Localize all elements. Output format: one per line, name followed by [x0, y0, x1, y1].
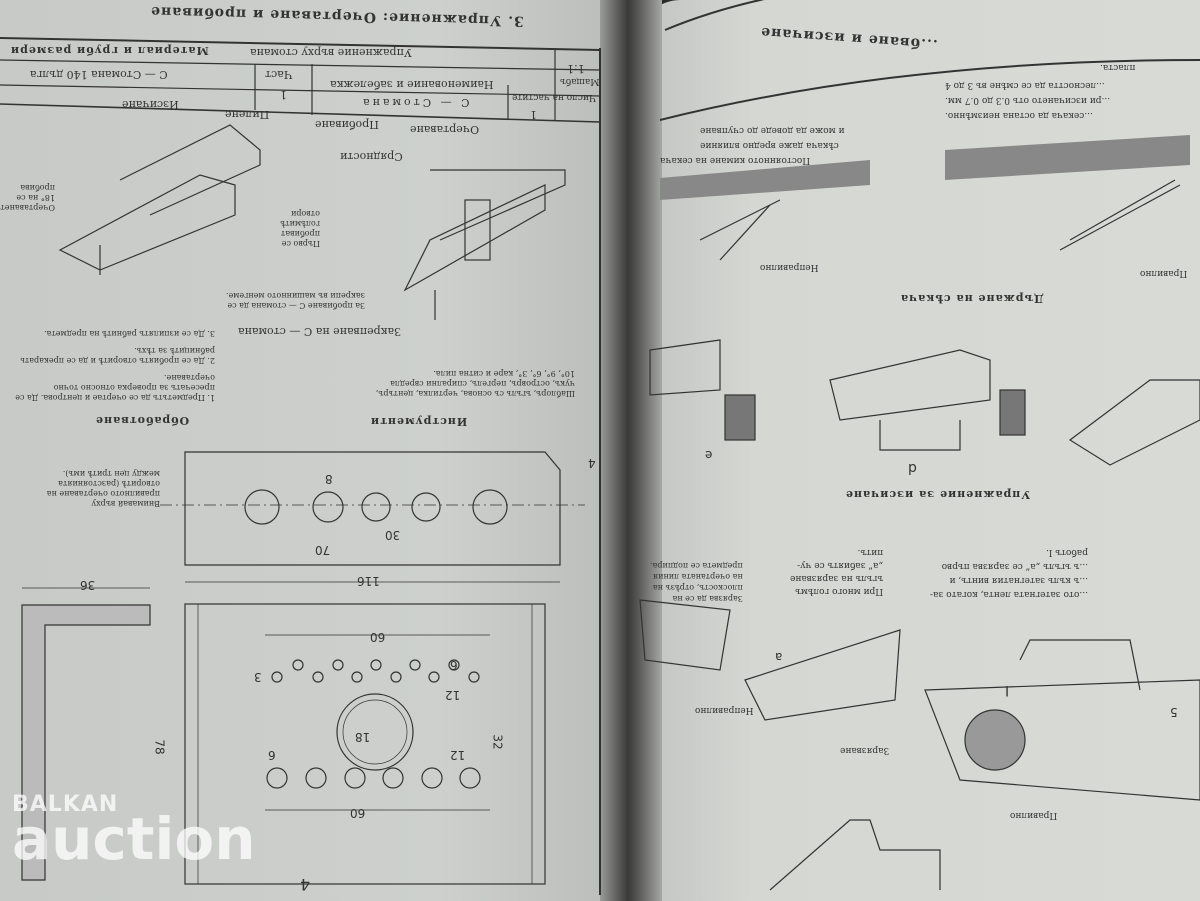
material-header: Материал и груби размери — [10, 44, 209, 57]
text-top-3: ...лесността да се смѣне въ 3 до 4 — [945, 80, 1105, 90]
processing-heading: Обработване — [95, 414, 190, 427]
operation-4: Изсичане — [122, 98, 179, 111]
instruments-heading: Инструменти — [370, 415, 468, 428]
thin-note-line: ...ъ ъгълъ „a“ се зарязва първо — [941, 561, 1088, 571]
dim-5: 5 — [1170, 705, 1178, 719]
notch-note-line: плоскостъ, отрѣзъ на — [652, 583, 743, 592]
thin-note-line: ...ъ кълъ затегнатия винтъ, и — [949, 575, 1088, 585]
text-mid-1: Постоянното кимане на секача — [660, 155, 811, 165]
notch-note-line: Зарязва да се на — [672, 594, 743, 603]
fig-d: d — [908, 460, 917, 476]
note-drill: Първо се пробиват голѣмитѣ отвори — [280, 209, 320, 248]
dim-8: 8 — [325, 472, 333, 486]
left-page-subtitle: Упражнение върху стомана — [250, 46, 412, 59]
note-right: Очертаването 18° на се пробива — [0, 183, 55, 212]
left-book-page — [0, 0, 628, 901]
dim-36: 36 — [80, 578, 96, 592]
part-header: Част — [265, 68, 293, 81]
marker-a: a — [775, 650, 783, 664]
thin-note-line: работъ I. — [1045, 547, 1088, 557]
notch-note: Зарязва да се на плоскостъ, отрѣзъ на на… — [650, 560, 743, 604]
thin-note-line: ...ото затегната лента, когато за- — [930, 589, 1088, 599]
material-value: С — Стомана 140 дълга — [30, 68, 168, 81]
part-value: 1 — [280, 88, 287, 101]
dim-70: 70 — [315, 543, 331, 557]
dim-78: 78 — [152, 739, 167, 755]
dim-6-bottom: 6 — [268, 748, 276, 762]
dim-4: 4 — [588, 456, 596, 470]
text-top-1: ...секача да остана неизмѣнно. — [945, 110, 1093, 120]
operation-3: Пилене — [225, 108, 270, 121]
thick-note-line: При много голѣмъ — [795, 586, 884, 596]
operation-2: Пробиване — [315, 118, 379, 131]
instruments-text: Шаблоръ, ъгълъ съ основа, чертилка, цент… — [375, 369, 575, 398]
text-top-2: ...ри изсичането отъ 0.3 до 0.7 мм. — [945, 95, 1111, 105]
count-header: Число на частите — [512, 92, 596, 102]
page-number: 4 — [300, 875, 311, 894]
tools-label: Срядности — [340, 150, 403, 163]
thick-note-line: питъ. — [857, 547, 884, 557]
dim-12-bottom: 12 — [450, 748, 466, 762]
thick-note-line: ъгълъ на зарязване — [790, 573, 884, 583]
operation-1: Очертаване — [410, 123, 480, 136]
label-right-1: Правилно — [1140, 268, 1188, 278]
dim-30: 30 — [385, 528, 401, 542]
name-header: Наименование и забележка — [330, 78, 494, 91]
label-right-2: Правилно — [1010, 810, 1058, 820]
processing-item-3: 3. Да се изпилятъ рабнитѣ на предмета. — [44, 329, 215, 338]
dim-60-bottom: 60 — [350, 806, 366, 820]
dim-60-top: 60 — [370, 630, 386, 644]
dim-18: 18 — [355, 730, 371, 744]
scale-value: 1:1 — [567, 62, 585, 75]
marker-i: I — [1005, 682, 1010, 698]
dim-32: 32 — [490, 734, 505, 750]
fig-e: e — [705, 448, 713, 462]
thin-note: ...ото затегната лента, когато за- ...ъ … — [930, 545, 1088, 601]
text-top-4: пласта. — [1100, 62, 1136, 72]
holding-heading: Държане на сѣкача — [900, 292, 1044, 305]
watermark-line2: auction — [12, 805, 256, 873]
watermark-line1: BALKAN — [12, 792, 119, 817]
thick-note-line: „a“ забиятъ се чу- — [797, 560, 884, 570]
scale-header: Мащабъ — [560, 76, 600, 86]
exercise-heading: Упражнение за изсичане — [845, 488, 1031, 501]
label-wrong-2: Неправилно — [695, 705, 754, 715]
dim-116: 116 — [357, 574, 380, 588]
processing-item-1: 1. Предметътъ да се очертае и центрова. … — [15, 373, 215, 402]
notching-label: Зарязване — [840, 745, 890, 755]
dim-12-top: 12 — [445, 688, 461, 702]
thick-note: При много голѣмъ ъгълъ на зарязване „a“ … — [790, 545, 883, 597]
dim-3: 3 — [254, 670, 262, 684]
count-value: 1 — [530, 108, 537, 121]
notch-note-line: на очертаната линия — [652, 572, 743, 581]
name-value: С — Стомана — [360, 96, 470, 109]
attention-note: Внимавай върху правилното очертаване на … — [46, 469, 160, 508]
text-mid-2: сѣкача даже вредно влияние — [700, 140, 839, 150]
text-mid-3: и може да доведе до счупване — [700, 125, 845, 135]
label-wrong-1: Неправилно — [760, 262, 819, 272]
watermark-logo: BALKAN auction — [12, 792, 256, 873]
dim-6-top: 6 — [450, 658, 458, 672]
note-fix: Закрепване на С — стомана — [238, 325, 401, 338]
notch-note-line: предмета се подпира. — [650, 561, 743, 570]
note-fix-detail: За пробиване С — стомана да се закрепи в… — [225, 291, 365, 310]
processing-item-2: 2. Да се пробиятъ отворитѣ и да се прека… — [20, 346, 215, 365]
book-gutter — [600, 0, 662, 901]
